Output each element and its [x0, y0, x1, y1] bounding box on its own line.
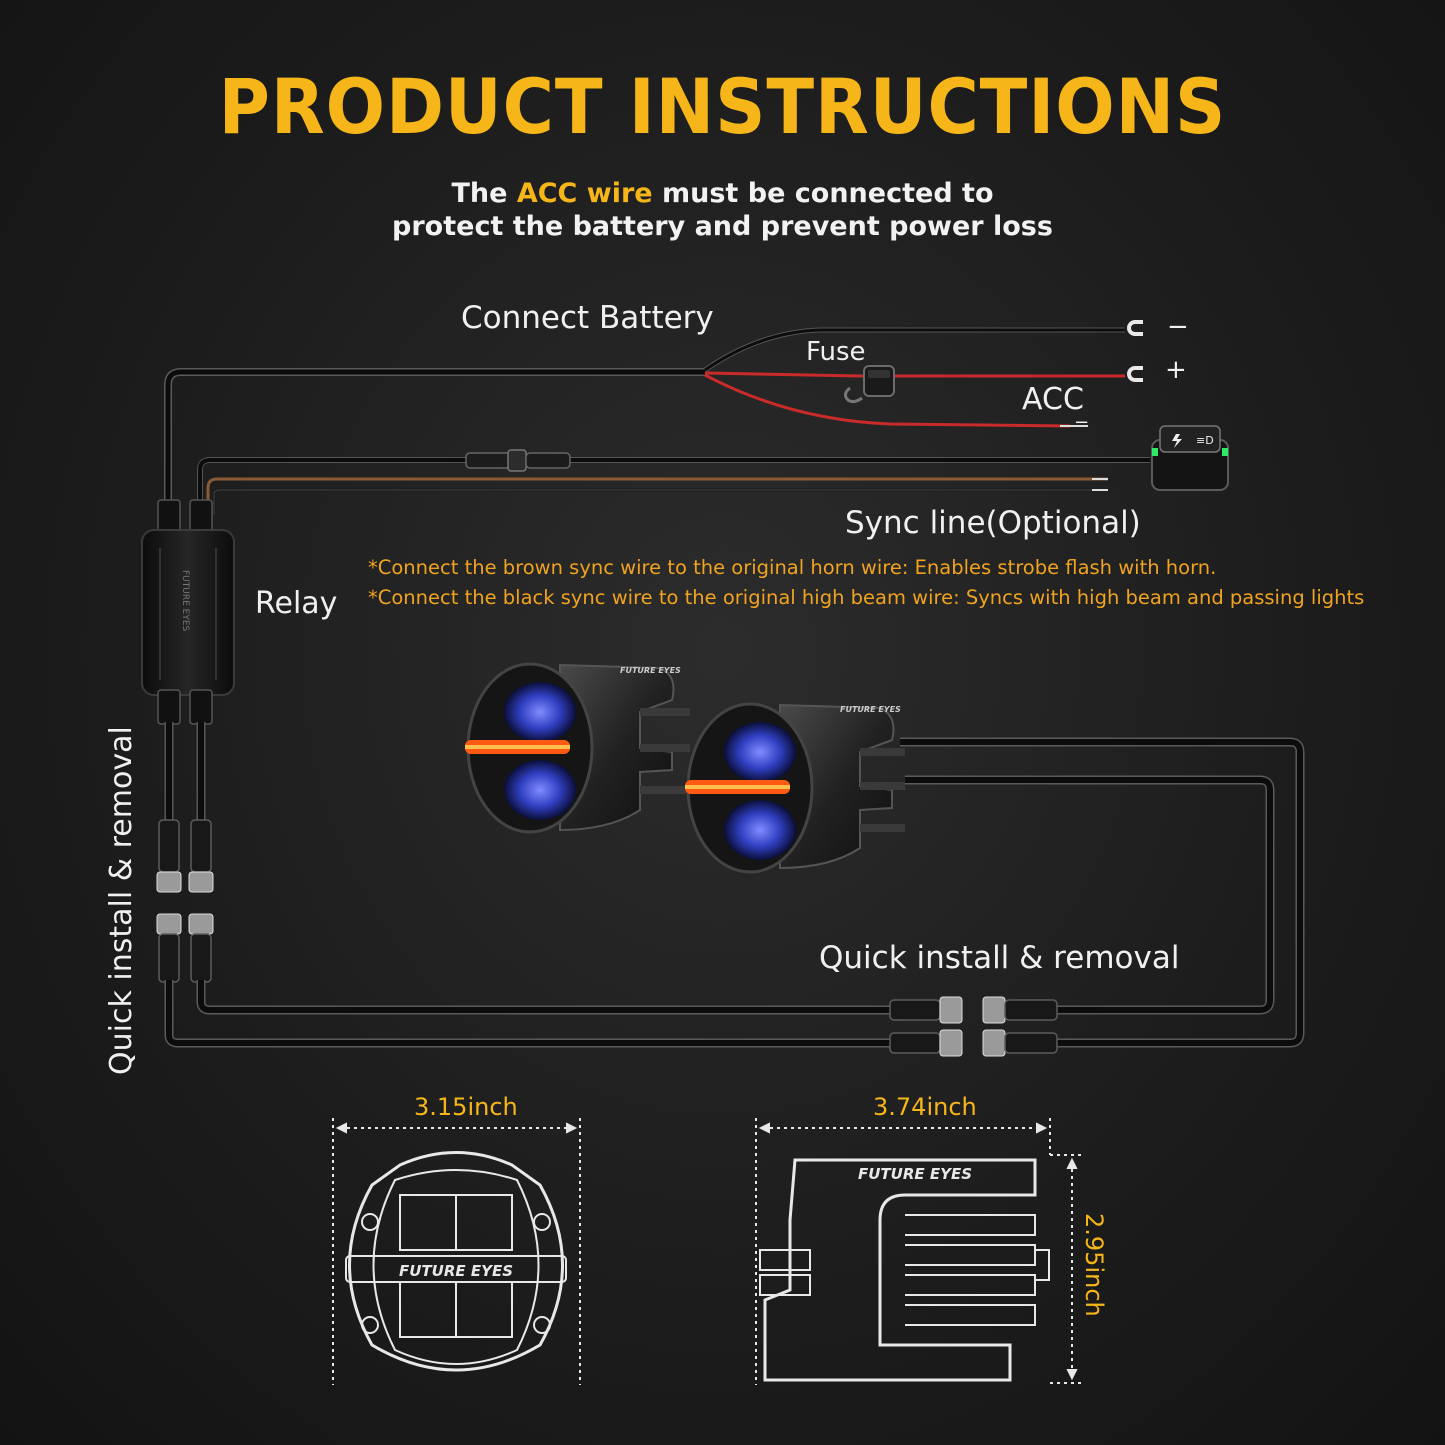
ring-terminal-icon — [1127, 320, 1143, 382]
lamp-harness-cables — [164, 737, 1305, 1048]
sync-wires — [206, 425, 1108, 515]
subtitle-post: must be connected to — [652, 178, 994, 209]
acc-wire-highlight: ACC wire — [516, 178, 653, 209]
side-view-outline — [755, 1118, 1085, 1385]
switch-harness — [197, 449, 1150, 515]
fog-lamp-right: FUTURE EYES — [685, 702, 905, 874]
power-harness — [164, 327, 1125, 505]
fuse-label: Fuse — [806, 337, 866, 367]
quick-install-vertical-label: Quick install & removal — [104, 726, 139, 1075]
lamp-brand-print: FUTURE EYES — [620, 666, 681, 675]
fog-lamp-left: FUTURE EYES — [465, 662, 690, 834]
lamp-brand-print: FUTURE EYES — [840, 705, 901, 714]
relay-output-cables — [164, 722, 206, 822]
side-width-dimension: 3.74inch — [873, 1093, 977, 1121]
subtitle-line-1: The ACC wire must be connected to — [0, 178, 1445, 209]
acc-label: ACC — [1022, 382, 1084, 417]
positive-terminal-label: + — [1165, 355, 1187, 385]
sync-note-brown: *Connect the brown sync wire to the orig… — [368, 556, 1217, 579]
rocker-switch-icon: ≡D — [1151, 425, 1229, 491]
svg-text:≡D: ≡D — [1196, 434, 1214, 447]
relay-brand-print: FUTURE EYES — [180, 570, 190, 632]
horizontal-quick-connectors — [889, 996, 1058, 1057]
subtitle-pre: The — [451, 178, 517, 209]
inline-fuse-icon — [843, 365, 895, 404]
quick-install-horizontal-label: Quick install & removal — [819, 940, 1180, 976]
sync-note-black: *Connect the black sync wire to the orig… — [368, 586, 1365, 609]
front-width-dimension: 3.15inch — [414, 1093, 518, 1121]
subtitle-line-2: protect the battery and prevent power lo… — [392, 211, 1053, 242]
relay-box: FUTURE EYES — [141, 499, 235, 725]
sync-line-label: Sync line(Optional) — [845, 505, 1141, 541]
connect-battery-label: Connect Battery — [461, 300, 714, 336]
front-view-outline — [332, 1118, 581, 1385]
front-view-brand-print: FUTURE EYES — [399, 1262, 513, 1280]
side-height-dimension: 2.95inch — [1080, 1213, 1108, 1317]
acc-wire-end-label: − — [1074, 412, 1090, 433]
side-view-brand-print: FUTURE EYES — [858, 1165, 972, 1183]
negative-terminal-label: − — [1167, 312, 1189, 342]
page-title: PRODUCT INSTRUCTIONS — [218, 62, 1227, 151]
vertical-quick-connectors — [156, 819, 214, 983]
relay-label: Relay — [255, 586, 338, 621]
